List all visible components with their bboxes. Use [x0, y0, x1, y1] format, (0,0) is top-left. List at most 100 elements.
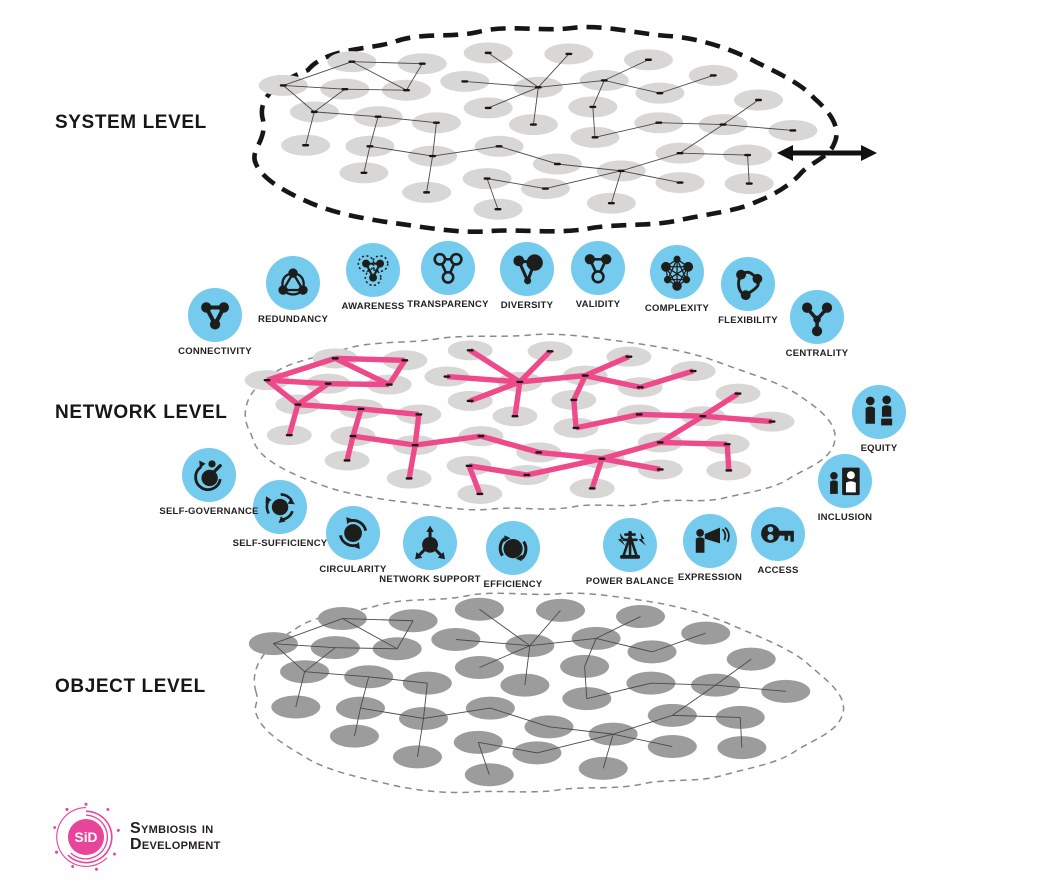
- node-dash-mark: [484, 51, 492, 55]
- graph-edge: [396, 620, 414, 649]
- node-dash-mark: [432, 121, 440, 124]
- principle-label: FLEXIBILITY: [718, 315, 778, 326]
- graph-edge: [584, 666, 588, 699]
- node-dash-mark: [565, 52, 573, 56]
- graph-edge: [659, 74, 714, 94]
- graph-edge: [378, 116, 437, 124]
- double-arrow-icon: [777, 145, 877, 161]
- node-dash-mark: [423, 191, 431, 194]
- graph-edge: [639, 411, 703, 419]
- graph-edge: [266, 355, 336, 383]
- node-dash-mark: [625, 355, 633, 358]
- node-dash-mark: [600, 79, 608, 82]
- node-dash-mark: [591, 136, 599, 139]
- node-dash-mark: [699, 415, 707, 418]
- principle-label: NETWORK SUPPORT: [379, 574, 481, 585]
- principle-label: TRANSPARENCY: [407, 299, 489, 310]
- graph-edge: [512, 381, 523, 417]
- node-dash-mark: [725, 469, 733, 472]
- graph-edge: [354, 708, 361, 737]
- graph-edge: [328, 380, 390, 388]
- graph-edge: [352, 433, 416, 448]
- network-level-label: NETWORK LEVEL: [55, 402, 228, 423]
- graph-edge: [584, 354, 630, 379]
- graph-edge: [432, 145, 500, 157]
- node-dash-mark: [402, 89, 410, 92]
- node-dash-mark: [636, 386, 644, 389]
- graph-edge: [524, 645, 531, 686]
- graph-edge: [295, 671, 306, 708]
- node-dash-mark: [745, 182, 753, 185]
- graph-nodes-system: [258, 42, 818, 220]
- graph-edge: [363, 146, 371, 173]
- node-dash-mark: [385, 383, 393, 386]
- node-dash-mark: [429, 154, 437, 158]
- node-dash-mark: [655, 121, 663, 124]
- cloud-outline-system: [252, 24, 839, 235]
- graph-edge: [672, 684, 716, 716]
- graph-edge: [282, 85, 315, 113]
- graph-edge: [592, 106, 596, 138]
- node-dash-mark: [401, 359, 409, 362]
- node-dash-mark: [343, 459, 351, 462]
- node-dash-mark: [656, 468, 664, 471]
- graph-edge: [519, 372, 586, 385]
- equity-icon: [852, 385, 906, 439]
- efficiency-icon: [486, 521, 540, 575]
- graph-nodes-network: [244, 340, 795, 504]
- node-dash-mark: [644, 58, 652, 61]
- graph-edge: [584, 372, 641, 390]
- graph-edge: [487, 178, 546, 190]
- graph-edge: [723, 124, 793, 131]
- graph-edge: [592, 80, 605, 108]
- graph-edge: [517, 349, 553, 384]
- node-dash-mark: [357, 407, 365, 411]
- graph-edge: [594, 122, 659, 138]
- graph-edge: [423, 683, 428, 719]
- graph-edge: [412, 414, 422, 446]
- cloud-object: [248, 592, 845, 794]
- node-dash-mark: [572, 426, 580, 430]
- graph-nodes-object: [248, 597, 811, 787]
- graph-edge: [314, 111, 379, 118]
- connectivity-icon: [188, 288, 242, 342]
- node-dash-mark: [581, 374, 589, 377]
- graph-edge: [350, 408, 364, 437]
- graph-edge: [672, 714, 741, 718]
- transparency-icon: [421, 241, 475, 295]
- graph-edge: [702, 413, 773, 425]
- validity-icon: [571, 241, 625, 295]
- graph-edge: [305, 111, 315, 146]
- graph-edge: [360, 406, 420, 418]
- node-dash-mark: [789, 129, 797, 132]
- node-dash-mark: [570, 398, 578, 402]
- node-dash-mark: [553, 162, 561, 166]
- graph-edge: [701, 391, 740, 419]
- graph-edge: [406, 63, 423, 91]
- node-dash-mark: [443, 375, 451, 378]
- graph-edge: [479, 645, 530, 668]
- graph-edge: [335, 355, 405, 363]
- graph-edge: [679, 124, 724, 154]
- node-dash-mark: [635, 413, 643, 416]
- complexity-icon: [650, 245, 704, 299]
- sid-badge-text: SiD: [75, 830, 98, 845]
- graph-edge: [715, 684, 786, 692]
- cloud-system: [252, 24, 877, 235]
- graph-edge: [650, 682, 716, 686]
- graph-edge: [296, 381, 330, 407]
- node-dash-mark: [411, 443, 419, 447]
- self-sufficiency-icon: [253, 480, 307, 534]
- node-dash-mark: [310, 110, 318, 114]
- graph-edge: [621, 170, 681, 184]
- graph-edge: [273, 618, 343, 645]
- graph-edge: [575, 411, 640, 431]
- graph-edge: [604, 79, 660, 94]
- graph-edge: [469, 379, 521, 404]
- node-dash-mark: [476, 492, 484, 496]
- graph-edge: [557, 163, 622, 172]
- node-dash-mark: [529, 123, 537, 126]
- graph-edge: [360, 707, 424, 719]
- graph-edges-object: [273, 608, 786, 775]
- principle-label: DIVERSITY: [500, 300, 554, 311]
